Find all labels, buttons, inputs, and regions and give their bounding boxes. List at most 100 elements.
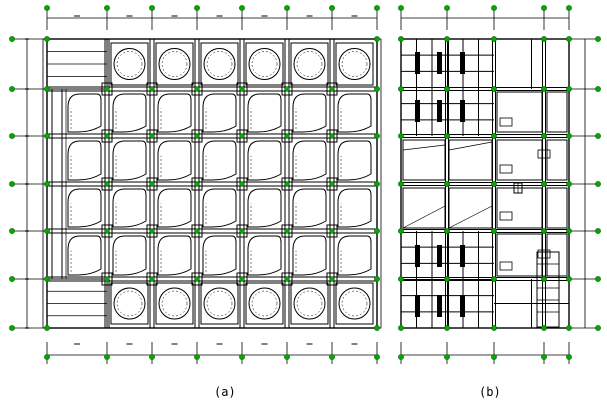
grid-node xyxy=(444,181,450,187)
slab-panel xyxy=(496,139,543,181)
arch-void xyxy=(292,188,327,228)
void-cell xyxy=(290,282,329,325)
grid-node xyxy=(398,36,404,42)
column-capital xyxy=(236,129,248,143)
arch-void xyxy=(247,93,282,133)
grid-node xyxy=(149,181,155,187)
grid-node xyxy=(398,228,404,234)
grid-node xyxy=(541,36,547,42)
grid-node xyxy=(44,325,50,331)
arch-void xyxy=(157,140,192,181)
small-opening xyxy=(499,211,513,221)
grid-node xyxy=(566,276,572,282)
slab-panel xyxy=(546,139,568,181)
grid-node xyxy=(595,276,601,282)
column-capital xyxy=(326,177,338,191)
slab-panel xyxy=(546,187,568,229)
column-capital xyxy=(191,129,203,143)
grid-node xyxy=(239,86,245,92)
grid-node xyxy=(398,86,404,92)
column-capital xyxy=(191,82,203,96)
column-capital xyxy=(236,272,248,286)
grid-node xyxy=(491,276,497,282)
grid-node xyxy=(194,86,200,92)
void-cell xyxy=(110,42,149,86)
grid-node xyxy=(595,86,601,92)
arch-void xyxy=(112,188,147,228)
grid-node xyxy=(44,181,50,187)
grid-node xyxy=(284,354,290,360)
slab-panel xyxy=(546,91,568,133)
grid-node xyxy=(374,228,380,234)
grid-node xyxy=(104,276,110,282)
column-capital xyxy=(101,224,113,238)
grid-node xyxy=(239,133,245,139)
grid-node xyxy=(9,36,15,42)
grid-node xyxy=(374,325,380,331)
circular-void xyxy=(113,48,146,80)
arch-void xyxy=(247,188,282,228)
grid-node xyxy=(104,86,110,92)
arch-void xyxy=(337,188,372,228)
column-capital xyxy=(101,82,113,96)
grid-node xyxy=(329,86,335,92)
column-capital xyxy=(281,82,293,96)
panel-b-partitioned-slab-plan xyxy=(398,5,601,364)
grid-node xyxy=(329,133,335,139)
column-capital xyxy=(236,224,248,238)
column-block xyxy=(437,245,442,267)
circular-void-inner xyxy=(341,290,368,317)
grid-node xyxy=(9,276,15,282)
grid-node xyxy=(541,133,547,139)
column-block xyxy=(415,245,420,267)
grid-node xyxy=(44,5,50,11)
grid-node xyxy=(491,354,497,360)
column-block xyxy=(415,52,420,74)
arch-void xyxy=(202,93,237,133)
grid-node xyxy=(194,228,200,234)
grid-node xyxy=(104,5,110,11)
slab-edge xyxy=(448,141,493,151)
slab-panel xyxy=(496,91,543,133)
grid-node xyxy=(444,5,450,11)
arch-void xyxy=(157,188,192,228)
void-cell xyxy=(200,282,239,325)
grid-node xyxy=(444,276,450,282)
circular-void-inner xyxy=(116,51,143,77)
arch-void xyxy=(292,235,327,276)
column-capital xyxy=(281,224,293,238)
slab-panel xyxy=(448,187,493,229)
circular-void xyxy=(293,287,326,320)
grid-node xyxy=(444,228,450,234)
column-capital xyxy=(236,82,248,96)
circular-void-inner xyxy=(161,51,188,77)
arch-void xyxy=(67,140,102,181)
grid-node xyxy=(566,181,572,187)
grid-node xyxy=(284,133,290,139)
grid-node xyxy=(374,5,380,11)
grid-node xyxy=(398,133,404,139)
arch-void xyxy=(337,235,372,276)
grid-node xyxy=(541,354,547,360)
grid-node xyxy=(284,5,290,11)
grid-node xyxy=(398,325,404,331)
grid-node xyxy=(444,325,450,331)
grid-node xyxy=(491,181,497,187)
column-block xyxy=(437,295,442,317)
void-cell xyxy=(290,42,329,86)
grid-node xyxy=(194,133,200,139)
arch-void xyxy=(337,140,372,181)
grid-node xyxy=(566,36,572,42)
arch-void xyxy=(112,235,147,276)
grid-node xyxy=(541,276,547,282)
grid-node xyxy=(149,276,155,282)
circular-void xyxy=(158,287,191,320)
slab-edge xyxy=(402,144,446,151)
grid-node xyxy=(149,228,155,234)
column-capital xyxy=(146,177,158,191)
grid-node xyxy=(44,86,50,92)
circular-void-inner xyxy=(251,51,278,77)
grid-node xyxy=(491,133,497,139)
grid-node xyxy=(9,86,15,92)
small-opening xyxy=(499,164,513,174)
